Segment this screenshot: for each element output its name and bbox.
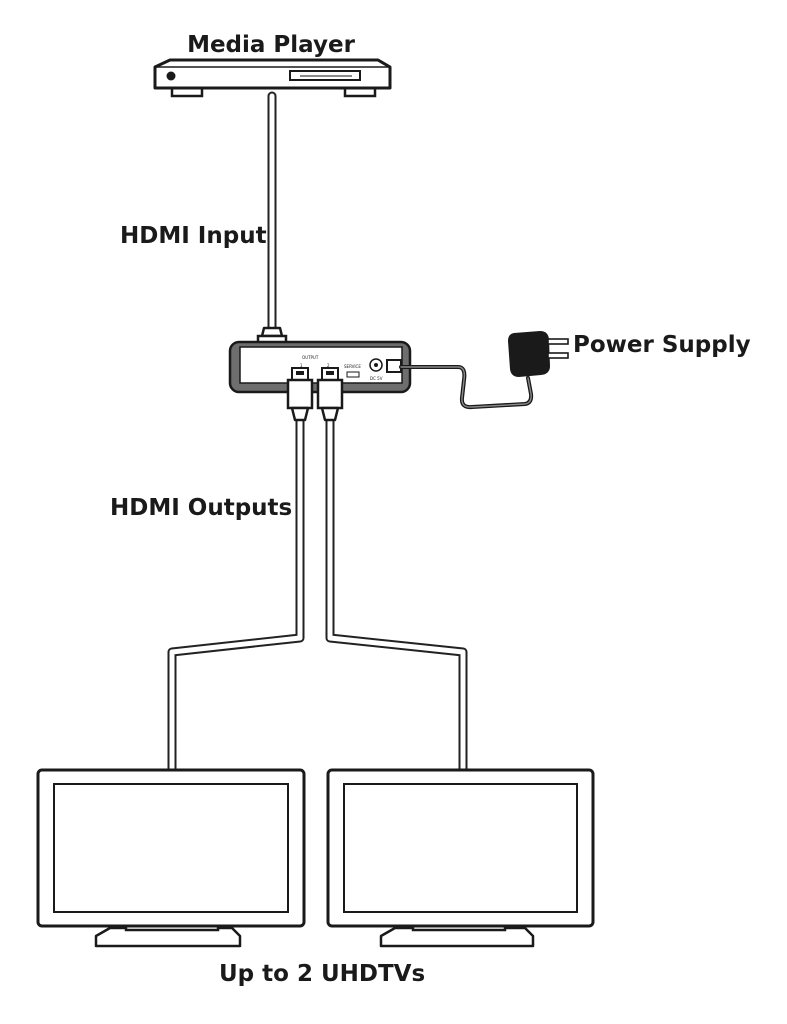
dc-power-label: DC 5V [370, 376, 383, 381]
displays-label: Up to 2 UHDTVs [219, 961, 425, 987]
hdmi-output-cable-1 [167, 415, 305, 777]
hdmi-output-cable-2 [325, 415, 468, 777]
service-port-label: SERVICE [344, 364, 361, 369]
outputs-panel-label: OUTPUT [302, 355, 319, 360]
power-adapter-icon [508, 331, 569, 377]
output-port-1-label: 1 [300, 363, 303, 368]
uhdtv-1 [36, 768, 306, 948]
hdmi-input-label: HDMI Input [120, 223, 267, 249]
output-port-2-label: 2 [327, 363, 330, 368]
power-supply-label: Power Supply [573, 332, 751, 358]
uhdtv-2 [326, 768, 595, 948]
power-cable [386, 359, 534, 410]
hdmi-output-plug-2 [316, 367, 344, 422]
media-player [153, 58, 392, 98]
hdmi-outputs-label: HDMI Outputs [110, 495, 292, 521]
media-player-label: Media Player [187, 32, 356, 58]
hdmi-output-plug-1 [286, 367, 314, 422]
